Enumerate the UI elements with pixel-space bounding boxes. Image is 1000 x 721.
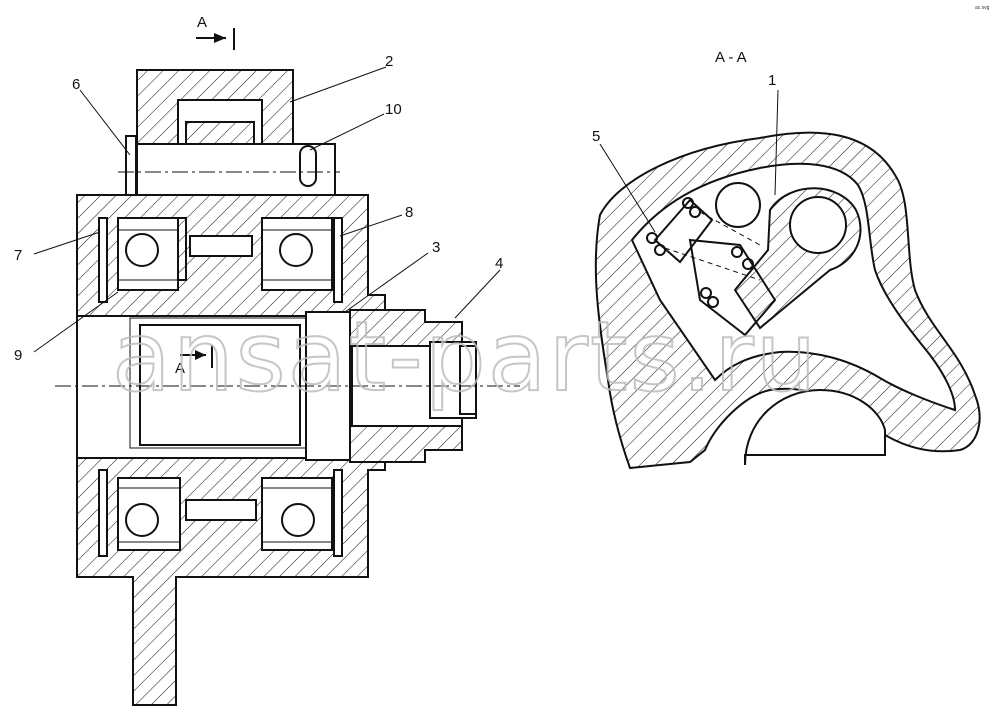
upper-cavity-mid (189, 235, 253, 257)
section-arrow-middle (180, 345, 213, 368)
section-mark-top: A (197, 14, 207, 31)
callout-8: 8 (405, 204, 413, 221)
callout-10: 10 (385, 101, 402, 118)
bearing-lower-right (261, 477, 333, 551)
circlip-left-lower (98, 469, 108, 557)
bearing-lower-left (117, 477, 181, 551)
leader-lines (33, 66, 779, 353)
ball-lower-left (125, 503, 159, 537)
ball-lower-right (281, 503, 315, 537)
pin-slot (299, 145, 317, 187)
callout-6: 6 (72, 76, 80, 93)
circlip-right-upper (333, 217, 343, 303)
callout-9: 9 (14, 347, 22, 364)
circlip-left-upper (98, 217, 108, 303)
shaft-insert (139, 324, 301, 446)
section-a-a-view (594, 131, 981, 470)
callout-1: 1 (768, 72, 776, 89)
callout-5: 5 (592, 128, 600, 145)
ball-upper-left (125, 233, 159, 267)
lower-cavity-mid (185, 499, 257, 521)
bearing-upper-right (261, 217, 333, 291)
callout-7: 7 (14, 247, 22, 264)
bottom-arch (744, 388, 886, 466)
lever-pivot-hole (789, 196, 847, 254)
assembly-section-view (55, 69, 520, 706)
section-arrow-top (196, 28, 235, 50)
plug-flange (459, 345, 477, 415)
upper-central-rib (177, 217, 187, 281)
callout-3: 3 (432, 239, 440, 256)
bore-hole-small (715, 182, 761, 228)
section-title: A - A (715, 49, 747, 66)
ball-upper-right (279, 233, 313, 267)
corner-mark: ac svg (975, 5, 990, 11)
section-mark-middle: A (175, 360, 185, 377)
plug-stem (429, 341, 477, 419)
gear-upper (185, 121, 255, 147)
pin-shaft (136, 143, 336, 199)
watermark: ansat-parts.ru (112, 301, 819, 413)
callout-4: 4 (495, 255, 503, 272)
spring-assembly (646, 197, 777, 337)
callout-2: 2 (385, 53, 393, 70)
circlip-right-lower (333, 469, 343, 557)
